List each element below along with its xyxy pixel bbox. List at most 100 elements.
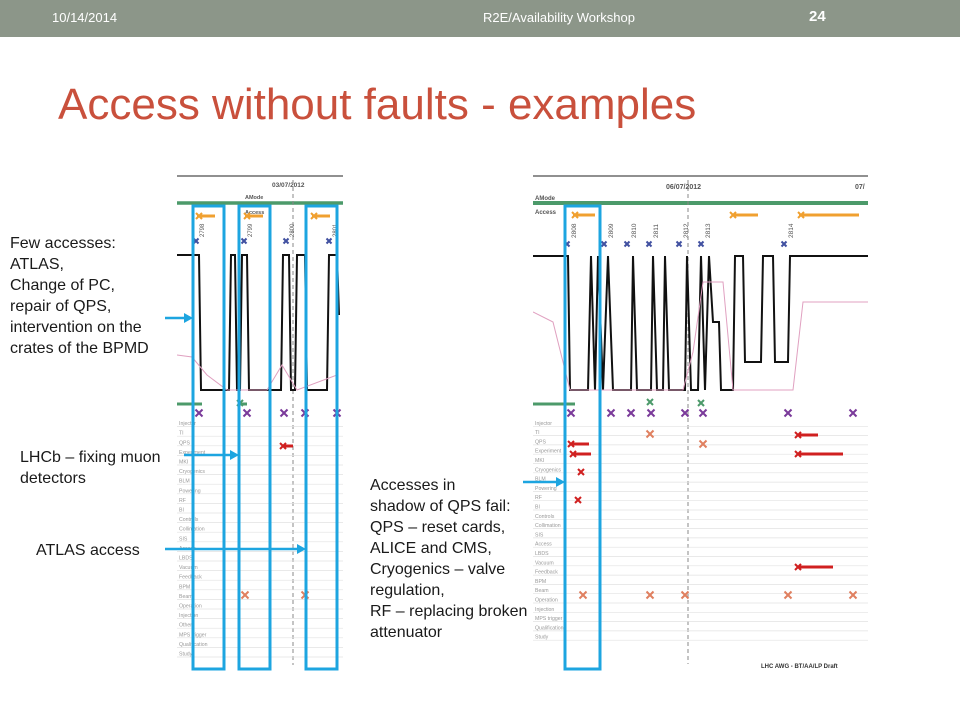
left-category-label: Injection <box>179 613 198 619</box>
left-access-cross-b <box>310 212 318 220</box>
right-orange-cross <box>783 590 793 600</box>
right-orange-cross <box>578 590 588 600</box>
left-orange-cross <box>240 590 250 600</box>
left-fill-marker-b <box>282 237 290 245</box>
left-category-label: MKI <box>179 460 188 466</box>
right-green-cross <box>646 398 654 406</box>
left-access-label: Access <box>245 210 264 216</box>
right-category-label: Powering <box>535 486 557 492</box>
right-green-cross-b <box>646 398 654 406</box>
right-fill-marker-b <box>623 240 631 248</box>
right-fault-cross <box>574 496 582 504</box>
right-purple-cross-b <box>848 408 858 418</box>
right-fill-marker-b <box>675 240 683 248</box>
right-purple-cross <box>566 408 576 418</box>
right-access-cross-b <box>571 211 579 219</box>
right-purple-cross <box>606 408 616 418</box>
right-fill-label: 2813 <box>705 223 712 238</box>
left-category-label: Other <box>179 623 192 629</box>
right-category-label: QPS <box>535 439 546 445</box>
right-category-label: TI <box>535 430 540 436</box>
right-purple-cross-b <box>606 408 616 418</box>
right-chart-date: 06/07/2012 <box>666 184 701 191</box>
left-purple-cross <box>242 408 252 418</box>
right-orange-cross-b <box>645 429 655 439</box>
right-access-cross-b <box>797 211 805 219</box>
highlight-box-2 <box>237 204 272 671</box>
right-green-cross-b <box>697 399 705 407</box>
right-fill-label: 2814 <box>788 223 795 238</box>
left-purple-cross-b <box>242 408 252 418</box>
header-date: 10/14/2014 <box>52 10 118 25</box>
left-fill-label: 2798 <box>200 223 206 237</box>
right-fill-label: 2809 <box>608 223 615 238</box>
left-category-label: Controls <box>179 517 199 523</box>
right-green-cross <box>697 399 705 407</box>
right-chart-footer: LHC AWG - BT/AA/LP Draft <box>761 664 838 670</box>
arrow-few-accesses <box>165 313 193 323</box>
left-fill-marker <box>240 237 248 245</box>
left-purple-cross <box>194 408 204 418</box>
right-fill-marker-b <box>600 240 608 248</box>
right-category-label: BPM <box>535 579 546 585</box>
left-access-cross-b <box>243 212 251 220</box>
left-fill-marker <box>282 237 290 245</box>
right-purple-cross <box>626 408 636 418</box>
right-access-cross <box>797 211 805 219</box>
right-fill-marker <box>645 240 653 248</box>
right-fill-marker <box>600 240 608 248</box>
right-fill-marker <box>675 240 683 248</box>
left-amode-label: AMode <box>245 195 263 201</box>
left-category-label: LBDS <box>179 556 193 562</box>
right-purple-cross <box>698 408 708 418</box>
right-access-cross <box>729 211 737 219</box>
slide-header: 10/14/2014 R2E/Availability Workshop 24 <box>0 0 960 37</box>
right-orange-cross <box>698 439 708 449</box>
right-orange-cross <box>645 590 655 600</box>
right-purple-cross <box>680 408 690 418</box>
right-category-label: BLM <box>535 477 546 483</box>
right-purple-cross <box>646 408 656 418</box>
right-category-label: Injection <box>535 607 554 613</box>
left-chart-date: 03/07/2012 <box>272 182 305 189</box>
left-category-label: Feedback <box>179 575 202 581</box>
right-purple-cross-b <box>698 408 708 418</box>
right-fill-marker-b <box>780 240 788 248</box>
left-category-label: Beam <box>179 594 193 600</box>
right-category-label: BI <box>535 505 540 511</box>
right-purple-cross-b <box>783 408 793 418</box>
right-fill-label: 2812 <box>683 223 690 238</box>
right-orange-cross-b <box>645 590 655 600</box>
right-category-label: Cryogenics <box>535 467 561 473</box>
left-purple-cross <box>279 408 289 418</box>
right-access-cross-b <box>729 211 737 219</box>
right-orange-cross <box>645 429 655 439</box>
right-category-label: MPS trigger <box>535 616 563 622</box>
right-orange-cross-b <box>698 439 708 449</box>
left-chart-bg <box>177 175 343 672</box>
right-fill-marker-b <box>697 240 705 248</box>
right-purple-cross-b <box>626 408 636 418</box>
right-category-label: SIS <box>535 532 544 538</box>
right-purple-cross-b <box>566 408 576 418</box>
left-access-cross <box>195 212 203 220</box>
right-fill-label: 2810 <box>631 223 638 238</box>
right-orange-cross-b <box>848 590 858 600</box>
left-category-label: Vacuum <box>179 565 198 571</box>
arrow-shadow <box>523 477 565 487</box>
left-purple-cross-b <box>194 408 204 418</box>
right-category-label: Experiment <box>535 449 562 455</box>
left-category-label: Operation <box>179 604 202 610</box>
right-category-label: MKI <box>535 458 544 464</box>
left-fill-marker-b <box>240 237 248 245</box>
left-category-label: RF <box>179 498 186 504</box>
left-category-label: Study <box>179 652 193 658</box>
left-orange-cross-b <box>240 590 250 600</box>
right-category-label: Beam <box>535 588 549 594</box>
right-fault-cross <box>577 468 585 476</box>
right-purple-cross-b <box>680 408 690 418</box>
right-fill-label: 2808 <box>571 223 578 238</box>
right-access-label: Access <box>535 210 557 216</box>
arrow-lhcb <box>184 450 239 460</box>
